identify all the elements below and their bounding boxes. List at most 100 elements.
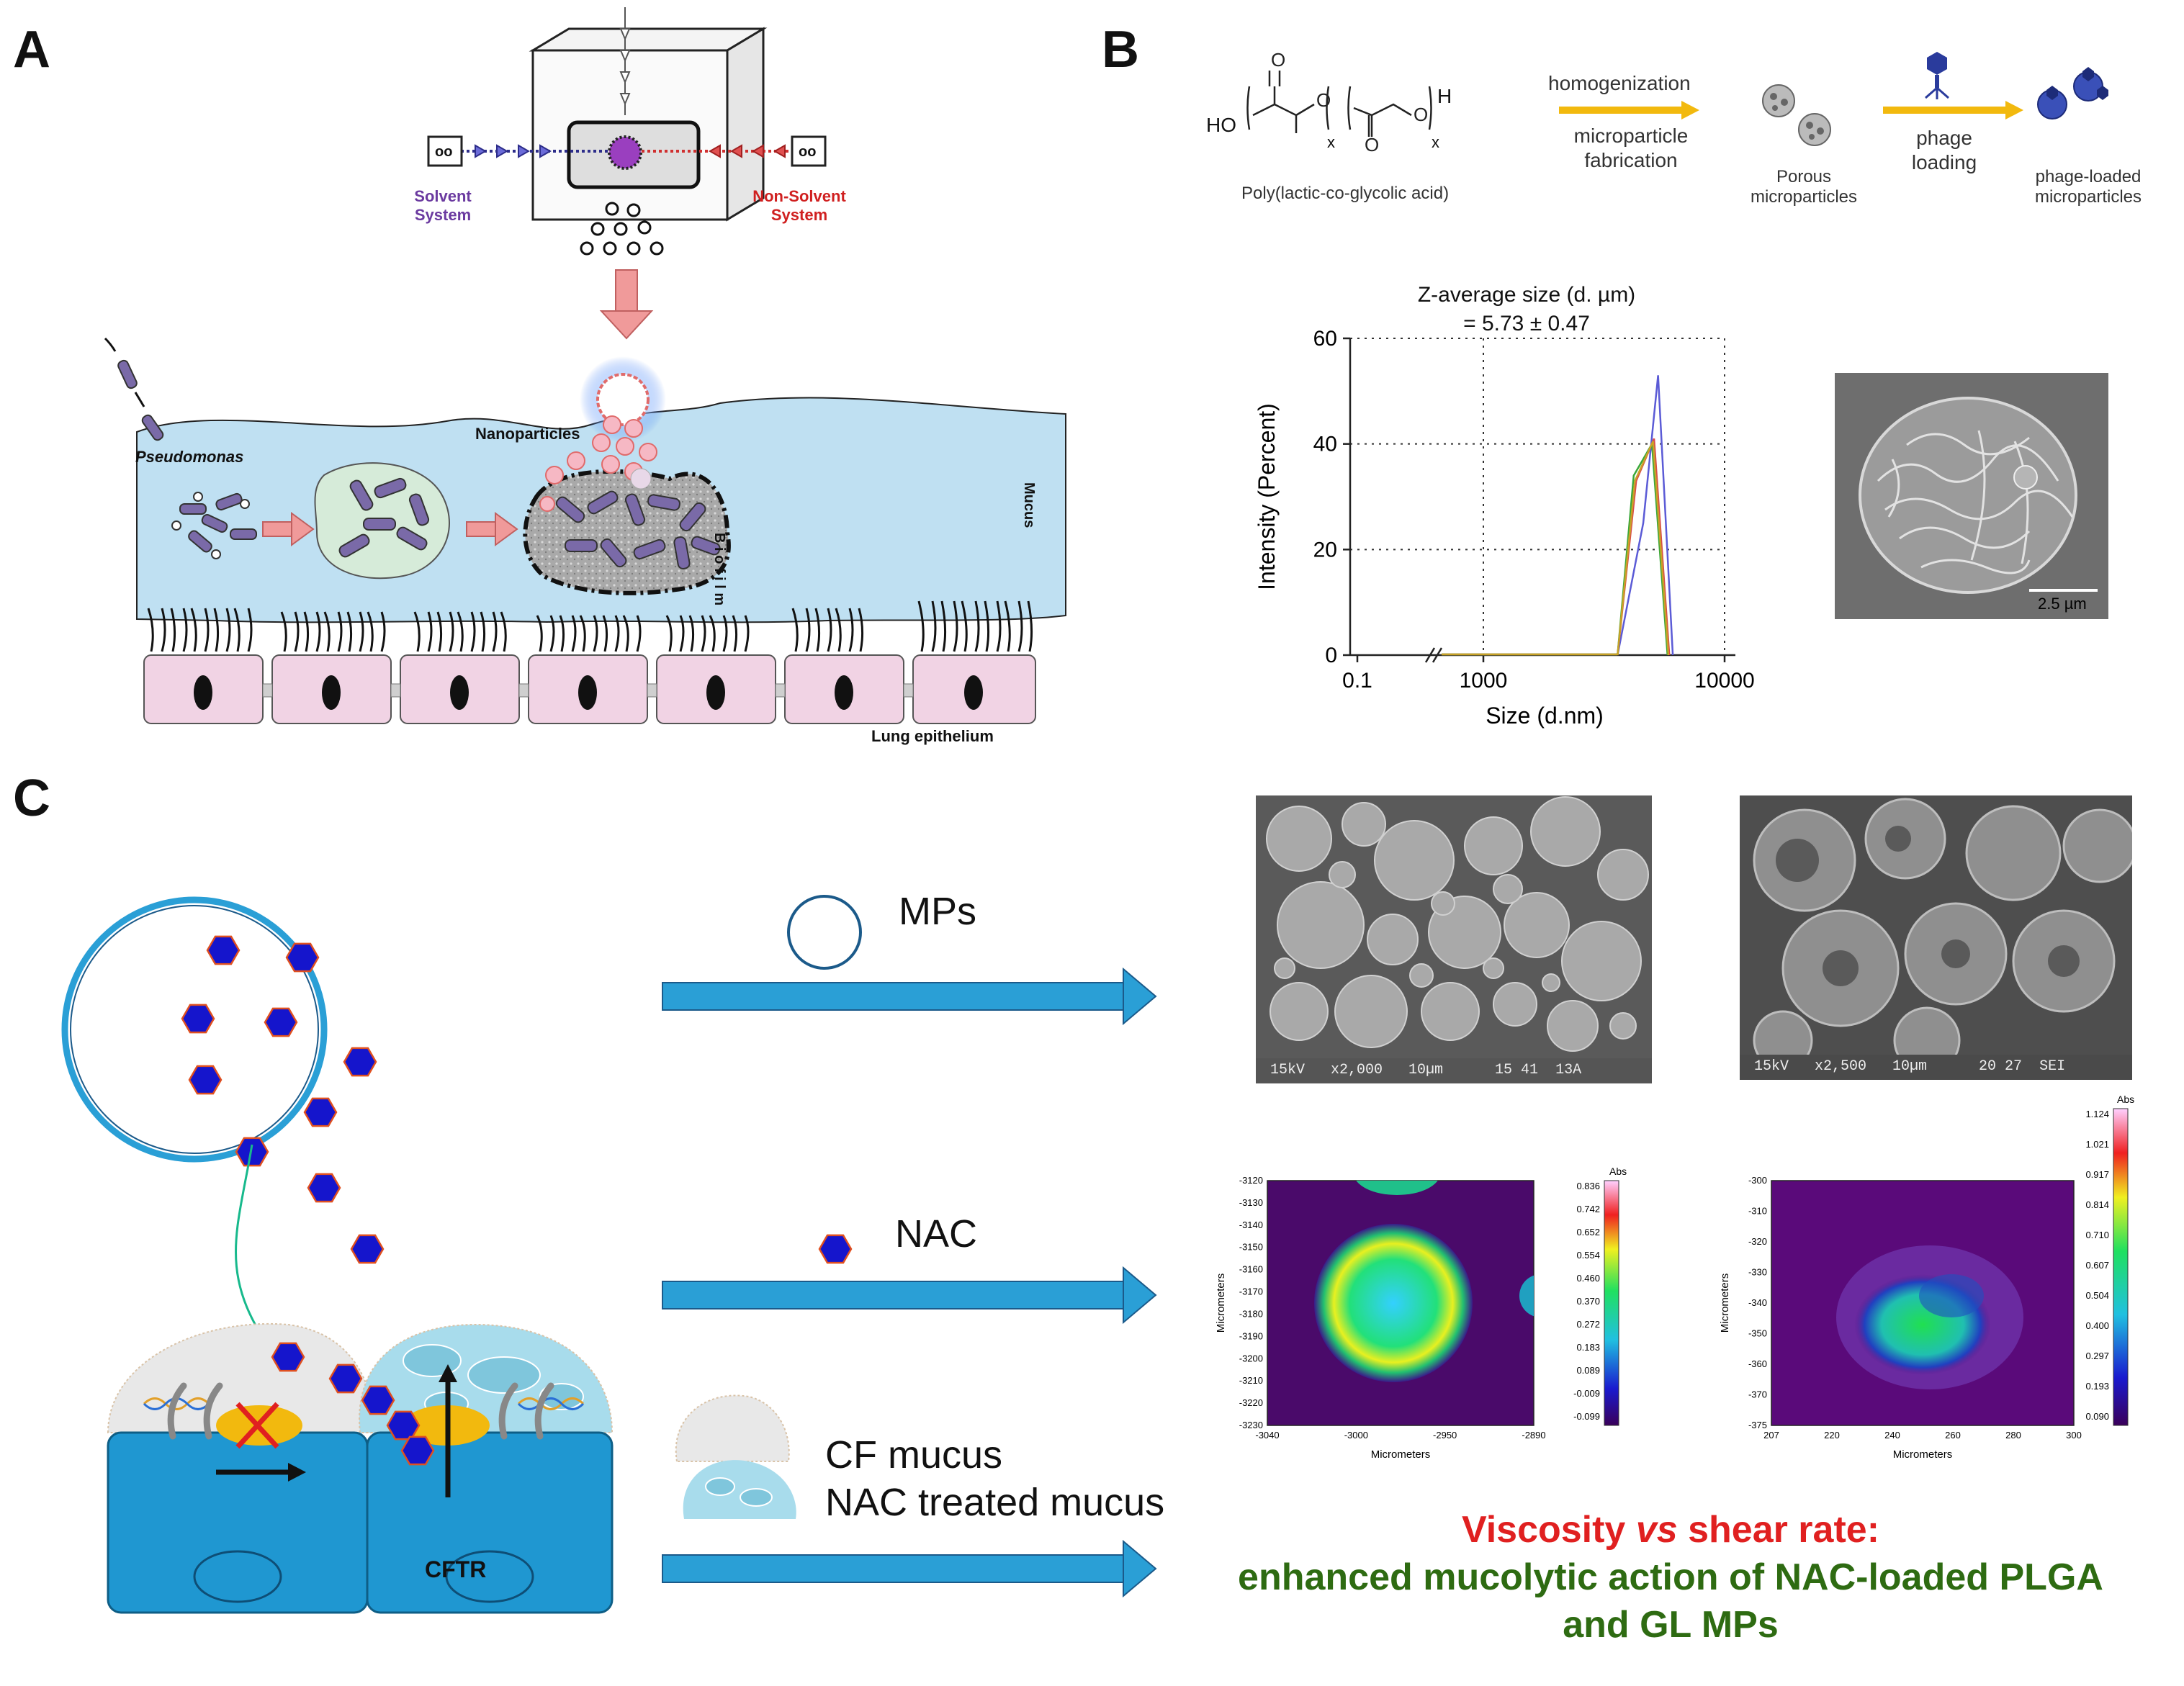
svg-text:O: O: [1271, 49, 1285, 71]
nac-molecule: [188, 1065, 223, 1095]
y-axis-label: Intensity (Percent): [1254, 403, 1280, 590]
svg-text:O: O: [1316, 89, 1331, 111]
nac-molecule: [264, 1007, 298, 1037]
scale-tick-label: 0.607: [2085, 1260, 2109, 1271]
h1-x-axis-label: Micrometers: [1371, 1448, 1431, 1461]
scale-tick-label: 0.370: [1576, 1296, 1600, 1307]
h2-x-axis-label: Micrometers: [1893, 1448, 1953, 1461]
y-tick-label: -3230: [1239, 1420, 1263, 1430]
conclusion-line-1: Viscosity vs shear rate:: [1461, 1509, 1880, 1551]
sem2-info: 15kV x2,500 10µm 20 27 SEI: [1754, 1058, 2066, 1075]
y-tick-label: -360: [1748, 1358, 1767, 1369]
y-tick-label: -330: [1748, 1267, 1767, 1278]
pseudomonas-label: Pseudomonas: [135, 448, 244, 466]
microfluidic-device: oo oo: [427, 7, 827, 340]
biofilm: [523, 469, 731, 595]
y-tick-label: -370: [1748, 1389, 1767, 1400]
svg-text:oo: oo: [435, 144, 452, 160]
svg-text:oo: oo: [799, 144, 816, 160]
y-tick-label: -3140: [1239, 1220, 1263, 1230]
scale-tick-label: 0.554: [1576, 1250, 1600, 1261]
mucus-label: Mucus: [1021, 482, 1037, 528]
progression-arrows: [262, 512, 518, 546]
mps-label: MPs: [899, 890, 976, 933]
nac-molecule: [285, 942, 320, 973]
nac-molecule: [235, 1137, 269, 1167]
scale-tick-label: 1.124: [2085, 1109, 2109, 1119]
h1-y-axis-label: Micrometers: [1215, 1273, 1227, 1333]
polymer-name: Poly(lactic-co-glycolic acid): [1241, 184, 1450, 203]
nac-molecule: [400, 1435, 435, 1466]
nac-molecule: [206, 935, 241, 965]
step-homogenization: homogenization: [1548, 72, 1691, 94]
sem-image-porous-mps: 15kV x2,500 10µm 20 27 SEI: [1740, 795, 2132, 1080]
bacteria-cluster-early: [179, 492, 257, 553]
scale-tick-label: 0.917: [2085, 1169, 2109, 1180]
conclusion-line-2: enhanced mucolytic action of NAC-loaded …: [1238, 1556, 2103, 1598]
scale-tick-label: 0.193: [2085, 1381, 2109, 1392]
conclusion-line-3: and GL MPs: [1563, 1604, 1779, 1646]
pseudomonas-bacteria: [117, 359, 164, 441]
x-tick-label: 260: [1945, 1430, 1961, 1441]
nac-molecule: [307, 1173, 341, 1203]
series-line-3: [1617, 441, 1670, 656]
chem-h: H: [1437, 85, 1452, 107]
x-tick-label: 220: [1824, 1430, 1840, 1441]
phage-loaded-icon: [2037, 67, 2108, 120]
x-tick-label: -3040: [1255, 1430, 1279, 1441]
h1-scale-title: Abs: [1609, 1166, 1627, 1177]
scale-tick-label: 0.836: [1576, 1181, 1600, 1191]
y-tick-label: -320: [1748, 1236, 1767, 1247]
panel-label-b: B: [1102, 21, 1139, 78]
x-tick-label: 10000: [1694, 669, 1754, 693]
y-tick-label: -310: [1748, 1206, 1767, 1217]
panel-label-a: A: [13, 21, 50, 78]
x-tick-label: 280: [2005, 1430, 2021, 1441]
lung-epithelium-label: Lung epithelium: [871, 727, 994, 745]
chem-x1: x: [1327, 133, 1335, 151]
y-tick-label: -375: [1748, 1420, 1767, 1430]
process-arrows: [662, 967, 1157, 1598]
nac-molecule: [181, 1004, 215, 1034]
h2-scale-title: Abs: [2117, 1094, 2134, 1105]
y-tick-label: -3170: [1239, 1286, 1263, 1297]
conclusion-text: Viscosity vs shear rate: enhanced mucoly…: [1167, 1506, 2175, 1649]
scale-tick-label: 0.090: [2085, 1411, 2109, 1422]
cell-right: [366, 1431, 614, 1614]
panel-label-c: C: [13, 770, 50, 827]
biofilm-label: B i o f i l m: [711, 533, 727, 606]
scale-tick-label: 0.297: [2085, 1351, 2109, 1361]
y-tick-label: -3120: [1239, 1175, 1263, 1186]
x-tick-label: 240: [1884, 1430, 1900, 1441]
y-tick-label: -3180: [1239, 1308, 1263, 1319]
scale-tick-label: 0.742: [1576, 1204, 1600, 1214]
y-tick-label: -340: [1748, 1297, 1767, 1308]
phage-icon: [1925, 52, 1949, 99]
y-tick-label: -3210: [1239, 1375, 1263, 1386]
nac-molecule: [350, 1234, 385, 1264]
scale-tick-label: 0.460: [1576, 1273, 1600, 1284]
cftr-label: CFTR: [425, 1556, 487, 1582]
chem-x2: x: [1432, 133, 1439, 151]
svg-text:O: O: [1365, 134, 1379, 155]
x-tick-label: -2950: [1433, 1430, 1457, 1441]
scale-tick-label: 0.652: [1576, 1227, 1600, 1238]
step2-arrow: [1883, 101, 2023, 120]
scale-tick-label: 1.021: [2085, 1139, 2109, 1150]
mps-circle-icon: [787, 895, 862, 970]
series-line-0: [1617, 375, 1674, 656]
scale-tick-label: -0.099: [1573, 1411, 1600, 1422]
scale-tick-label: 0.089: [1576, 1365, 1600, 1376]
axis-break: [1424, 647, 1443, 663]
chart-title: Z-average size (d. µm)= 5.73 ± 0.47: [1417, 283, 1636, 335]
x-tick-label: 1000: [1460, 669, 1508, 693]
nac-molecule: [303, 1097, 338, 1127]
nac-molecule: [271, 1342, 305, 1372]
step1-arrow: [1559, 101, 1699, 120]
ftir-heatmap-2: -300-310-320-330-340-350-360-370-375 207…: [1719, 1094, 2134, 1461]
scale-tick-label: 0.183: [1576, 1342, 1600, 1353]
